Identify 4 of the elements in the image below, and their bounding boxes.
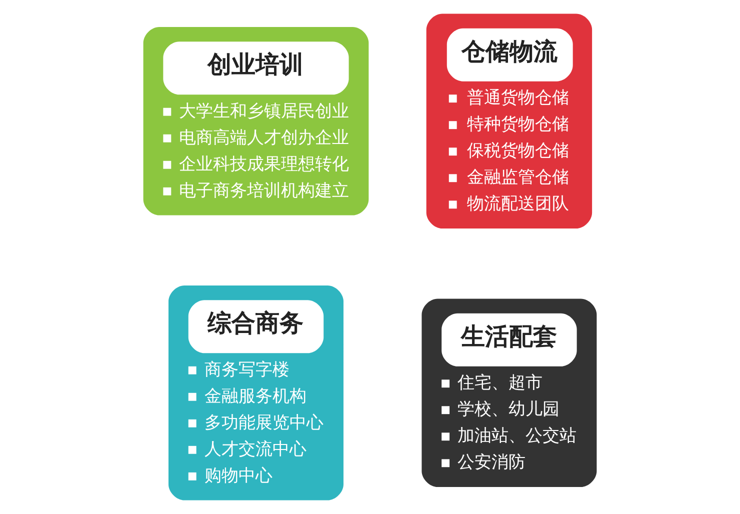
- node-box: 仓储物流 普通货物仓储 特种货物仓储 保税货物仓储 金融监管仓储 物流配送团队: [426, 14, 592, 228]
- node-box: 创业培训 大学生和乡镇居民创业 电商高端人才创办企业 企业科技成果理想转化 电子商务培训机构建立: [143, 27, 369, 216]
- node-box: 生活配套 住宅、超市 学校、幼儿园 加油站、公交站 公安消防: [422, 298, 597, 487]
- node-box: 综合商务 商务写字楼 金融服务机构 多功能展览中心 人才交流中心 购物中心: [168, 286, 344, 500]
